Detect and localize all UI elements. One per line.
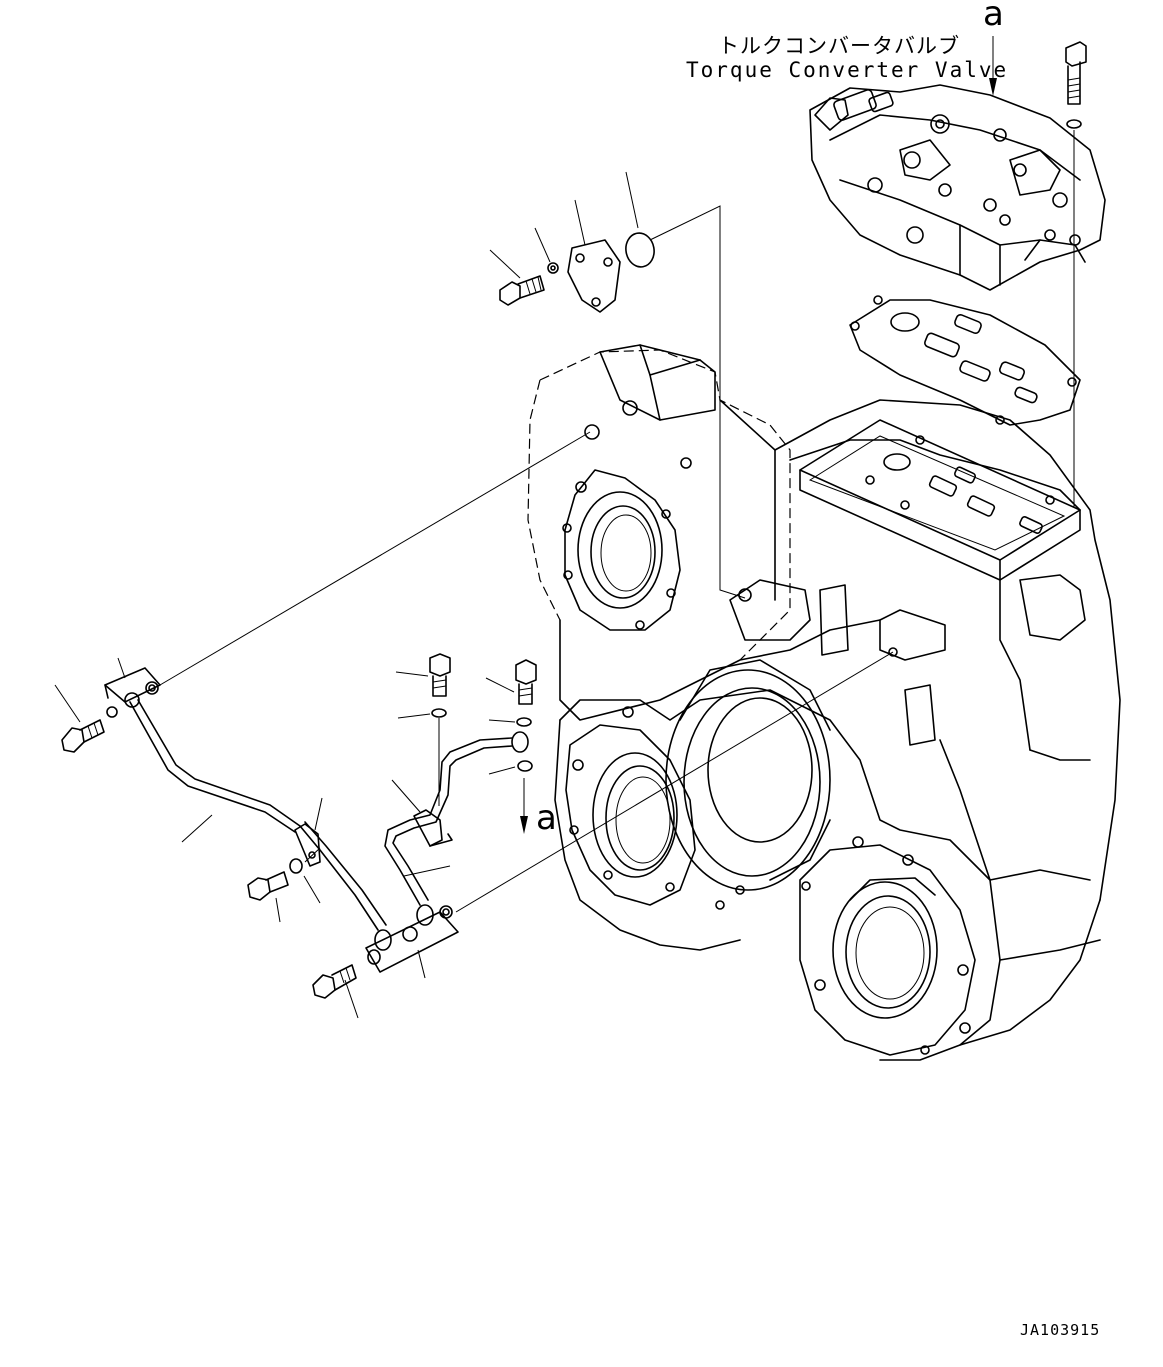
reference-mark-top: a (983, 0, 1004, 34)
leader-lines-cover (490, 172, 638, 278)
reference-mark-mid: a (536, 798, 557, 838)
valve-title-jp: トルクコンバータバルブ (718, 34, 960, 58)
transmission-case (528, 345, 1120, 1060)
reference-arrows (520, 36, 997, 834)
valve-gasket (850, 296, 1080, 425)
valve-title-en: Torque Converter Valve (686, 58, 1009, 82)
left-pipe-assembly (55, 432, 590, 950)
cover-plate-assembly (500, 206, 745, 598)
torque-converter-valve (810, 85, 1105, 290)
drawing-code: JA103915 (1020, 1321, 1101, 1339)
valve-mounting-bolt (1066, 42, 1086, 508)
right-pipe-assembly (313, 652, 893, 1018)
